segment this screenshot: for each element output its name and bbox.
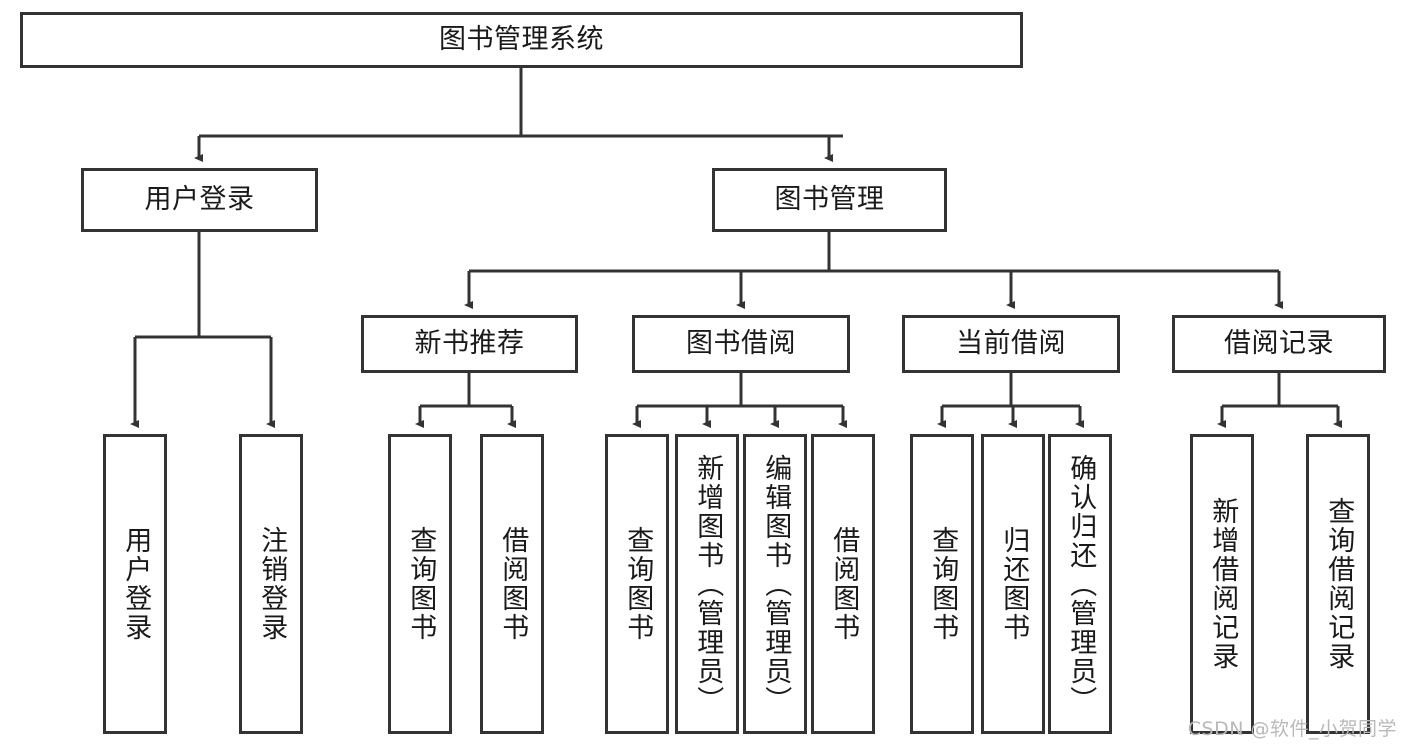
- node-root[interactable]: 图书管理系统: [20, 12, 1023, 68]
- node-leaf-query-book-2[interactable]: 查询图书: [605, 434, 669, 734]
- node-leaf-borrow-book-1[interactable]: 借阅图书: [480, 434, 544, 734]
- edge-root-to-level2: [194, 68, 843, 162]
- node-book-manage-label: 图书管理: [774, 184, 885, 216]
- leaf-inner: 查询图书: [913, 437, 971, 731]
- node-leaf-edit-book-label: 编辑图书（管理员）: [760, 453, 792, 715]
- node-leaf-return-book-label: 归还图书: [998, 526, 1030, 642]
- node-user-login[interactable]: 用户登录: [81, 168, 318, 232]
- leaf-inner: 借阅图书: [483, 437, 541, 731]
- leaf-inner: 编辑图书（管理员）: [746, 437, 804, 731]
- edge-borrowrecord-to-leaves: [1217, 373, 1342, 428]
- edge-userlogin-to-leaves: [130, 232, 275, 428]
- node-book-borrow-label: 图书借阅: [686, 328, 796, 360]
- leaf-inner: 确认归还（管理员）: [1051, 437, 1109, 731]
- node-leaf-return-book[interactable]: 归还图书: [981, 434, 1045, 734]
- csdn-watermark: CSDN @软件_小贺同学: [1187, 718, 1397, 740]
- node-leaf-edit-book[interactable]: 编辑图书（管理员）: [743, 434, 807, 734]
- node-leaf-user-login[interactable]: 用户登录: [103, 434, 167, 734]
- node-leaf-borrow-book-2[interactable]: 借阅图书: [811, 434, 875, 734]
- node-leaf-user-login-label: 用户登录: [120, 526, 152, 642]
- leaf-inner: 借阅图书: [814, 437, 872, 731]
- node-leaf-borrow-book-2-label: 借阅图书: [828, 526, 860, 642]
- leaf-inner: 查询图书: [608, 437, 666, 731]
- node-user-login-label: 用户登录: [144, 184, 255, 216]
- node-new-book-recommend[interactable]: 新书推荐: [361, 315, 578, 373]
- leaf-inner: 查询借阅记录: [1309, 437, 1367, 731]
- node-leaf-add-book[interactable]: 新增图书（管理员）: [675, 434, 739, 734]
- node-root-label: 图书管理系统: [439, 24, 604, 56]
- node-leaf-query-book-3[interactable]: 查询图书: [910, 434, 974, 734]
- edge-bookmanage-to-level3: [464, 232, 1283, 309]
- leaf-inner: 归还图书: [984, 437, 1042, 731]
- node-leaf-query-record-label: 查询借阅记录: [1323, 497, 1355, 671]
- node-leaf-query-book-3-label: 查询图书: [927, 526, 959, 642]
- leaf-inner: 新增图书（管理员）: [678, 437, 736, 731]
- node-leaf-confirm-return[interactable]: 确认归还（管理员）: [1048, 434, 1112, 734]
- node-leaf-logout-label: 注销登录: [256, 526, 288, 642]
- node-current-borrow-label: 当前借阅: [956, 328, 1066, 360]
- node-book-manage[interactable]: 图书管理: [712, 168, 947, 232]
- node-leaf-query-record[interactable]: 查询借阅记录: [1306, 434, 1370, 734]
- node-current-borrow[interactable]: 当前借阅: [902, 315, 1120, 373]
- leaf-inner: 用户登录: [106, 437, 164, 731]
- node-borrow-record[interactable]: 借阅记录: [1172, 315, 1386, 373]
- leaf-inner: 新增借阅记录: [1193, 437, 1251, 731]
- edge-currentborrow-to-leaves: [937, 373, 1084, 428]
- node-borrow-record-label: 借阅记录: [1224, 328, 1334, 360]
- leaf-inner: 查询图书: [391, 437, 449, 731]
- edge-bookborrow-to-leaves: [632, 373, 847, 428]
- node-leaf-add-record-label: 新增借阅记录: [1207, 497, 1239, 671]
- node-leaf-logout[interactable]: 注销登录: [239, 434, 303, 734]
- node-leaf-query-book-1-label: 查询图书: [405, 526, 437, 642]
- node-leaf-confirm-return-label: 确认归还（管理员）: [1065, 453, 1097, 715]
- node-leaf-borrow-book-1-label: 借阅图书: [497, 526, 529, 642]
- node-new-book-recommend-label: 新书推荐: [414, 328, 525, 360]
- node-leaf-query-book-1[interactable]: 查询图书: [388, 434, 452, 734]
- node-leaf-add-book-label: 新增图书（管理员）: [692, 453, 724, 715]
- node-leaf-add-record[interactable]: 新增借阅记录: [1190, 434, 1254, 734]
- edge-newbook-to-leaves: [415, 373, 516, 428]
- node-leaf-query-book-2-label: 查询图书: [622, 526, 654, 642]
- node-book-borrow[interactable]: 图书借阅: [632, 315, 850, 373]
- leaf-inner: 注销登录: [242, 437, 300, 731]
